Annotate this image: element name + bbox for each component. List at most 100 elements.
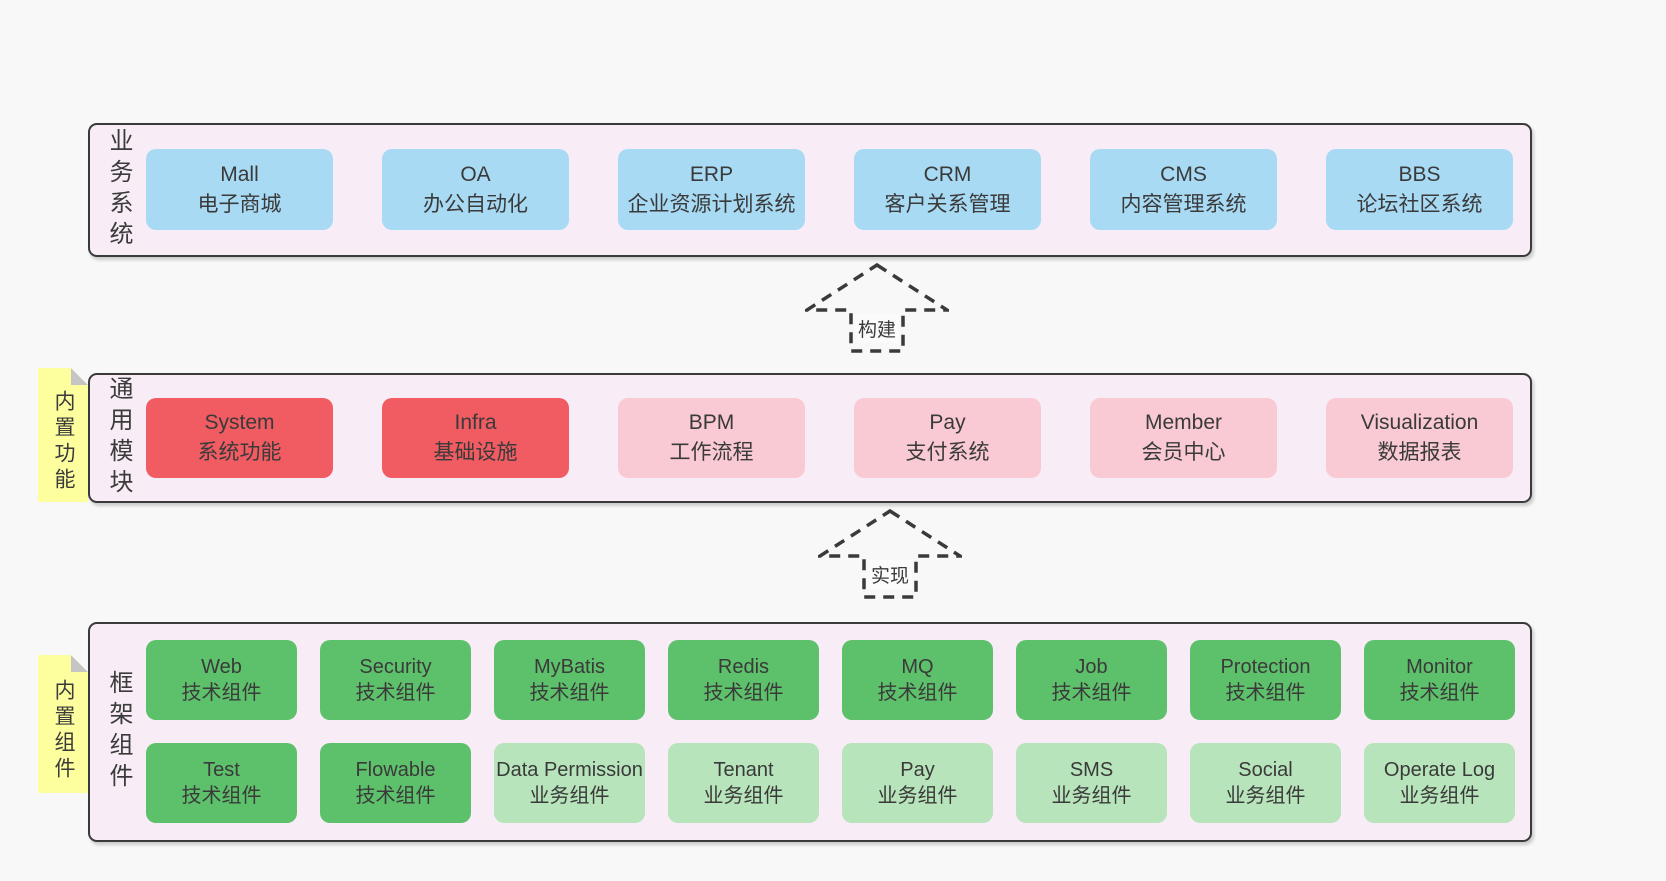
box-mall: Mall 电子商城	[146, 149, 333, 230]
box-subtitle: 技术组件	[1399, 682, 1480, 704]
box-infra: Infra 基础设施	[382, 398, 569, 478]
box-title: Pay	[900, 759, 935, 781]
box-subtitle: 技术组件	[355, 785, 436, 807]
box-subtitle: 数据报表	[1377, 441, 1462, 464]
box-oa: OA 办公自动化	[382, 149, 569, 230]
implement-arrow-label: 实现	[867, 560, 913, 589]
dashed-up-arrow-icon	[818, 508, 962, 599]
box-title: OA	[460, 162, 491, 186]
box-title: Pay	[929, 411, 966, 434]
box-subtitle: 技术组件	[355, 682, 436, 704]
box-sms: SMS 业务组件	[1016, 743, 1167, 823]
box-subtitle: 技术组件	[181, 682, 262, 704]
box-title: Social	[1238, 759, 1293, 781]
built-in-components-sticky: 内置组件	[38, 655, 88, 793]
box-subtitle: 业务组件	[1399, 785, 1480, 807]
box-subtitle: 业务组件	[1051, 785, 1132, 807]
common-modules-row: System 系统功能 Infra 基础设施 BPM 工作流程 Pay 支付系统…	[90, 375, 1530, 478]
box-subtitle: 技术组件	[703, 682, 784, 704]
business-systems-row: Mall 电子商城 OA 办公自动化 ERP 企业资源计划系统 CRM 客户关系…	[90, 125, 1530, 230]
box-social: Social 业务组件	[1190, 743, 1341, 823]
box-title: ERP	[689, 162, 734, 186]
box-title: CMS	[1160, 162, 1207, 186]
box-data-permission: Data Permission 业务组件	[494, 743, 645, 823]
box-member: Member 会员中心	[1090, 398, 1277, 478]
box-subtitle: 技术组件	[1051, 682, 1132, 704]
box-mybatis: MyBatis 技术组件	[494, 640, 645, 720]
framework-components-label: 框架组件	[105, 670, 132, 794]
box-subtitle: 内容管理系统	[1120, 192, 1247, 216]
box-title: Tenant	[713, 759, 774, 781]
built-in-features-sticky: 内置功能	[38, 368, 88, 502]
box-title: Job	[1075, 656, 1108, 678]
box-subtitle: 基础设施	[433, 441, 518, 464]
box-subtitle: 技术组件	[529, 682, 610, 704]
business-systems-label: 业务系统	[105, 128, 132, 252]
box-monitor: Monitor 技术组件	[1364, 640, 1515, 720]
box-security: Security 技术组件	[320, 640, 471, 720]
box-subtitle: 论坛社区系统	[1356, 192, 1483, 216]
box-title: Infra	[454, 411, 497, 434]
box-redis: Redis 技术组件	[668, 640, 819, 720]
folded-corner-icon	[71, 368, 88, 385]
box-subtitle: 技术组件	[1225, 682, 1306, 704]
box-subtitle: 技术组件	[877, 682, 958, 704]
box-title: MQ	[901, 656, 934, 678]
box-test: Test 技术组件	[146, 743, 297, 823]
box-subtitle: 技术组件	[181, 785, 262, 807]
box-subtitle: 会员中心	[1141, 441, 1226, 464]
box-pay-biz: Pay 业务组件	[842, 743, 993, 823]
box-operate-log: Operate Log 业务组件	[1364, 743, 1515, 823]
box-title: Flowable	[355, 759, 436, 781]
box-crm: CRM 客户关系管理	[854, 149, 1041, 230]
box-subtitle: 业务组件	[1225, 785, 1306, 807]
box-subtitle: 业务组件	[877, 785, 958, 807]
box-cms: CMS 内容管理系统	[1090, 149, 1277, 230]
box-system: System 系统功能	[146, 398, 333, 478]
box-job: Job 技术组件	[1016, 640, 1167, 720]
box-subtitle: 电子商城	[197, 192, 282, 216]
box-title: Member	[1144, 411, 1223, 434]
box-protection: Protection 技术组件	[1190, 640, 1341, 720]
box-mq: MQ 技术组件	[842, 640, 993, 720]
box-tenant: Tenant 业务组件	[668, 743, 819, 823]
box-flowable: Flowable 技术组件	[320, 743, 471, 823]
box-subtitle: 业务组件	[529, 785, 610, 807]
box-title: SMS	[1069, 759, 1114, 781]
box-subtitle: 客户关系管理	[884, 192, 1011, 216]
box-title: MyBatis	[533, 656, 606, 678]
build-arrow: 构建	[805, 262, 949, 354]
box-subtitle: 业务组件	[703, 785, 784, 807]
box-title: Protection	[1220, 656, 1311, 678]
framework-row-1: Web 技术组件 Security 技术组件 MyBatis 技术组件 Redi…	[90, 640, 1530, 720]
common-modules-panel: 通用模块 System 系统功能 Infra 基础设施 BPM 工作流程 Pay…	[88, 373, 1532, 503]
framework-components-panel: 框架组件 Web 技术组件 Security 技术组件 MyBatis 技术组件…	[88, 622, 1532, 842]
box-title: CRM	[923, 162, 972, 186]
folded-corner-icon	[71, 655, 88, 672]
box-subtitle: 系统功能	[197, 441, 282, 464]
box-title: System	[204, 411, 275, 434]
box-title: Operate Log	[1383, 759, 1496, 781]
box-bpm: BPM 工作流程	[618, 398, 805, 478]
box-title: Mall	[220, 162, 259, 186]
box-pay: Pay 支付系统	[854, 398, 1041, 478]
build-arrow-label: 构建	[854, 314, 900, 343]
box-subtitle: 企业资源计划系统	[627, 192, 796, 216]
box-title: Redis	[717, 656, 770, 678]
box-title: Visualization	[1360, 411, 1479, 434]
box-bbs: BBS 论坛社区系统	[1326, 149, 1513, 230]
box-erp: ERP 企业资源计划系统	[618, 149, 805, 230]
box-subtitle: 支付系统	[905, 441, 990, 464]
common-modules-label: 通用模块	[105, 376, 132, 500]
framework-components-rows: Web 技术组件 Security 技术组件 MyBatis 技术组件 Redi…	[90, 624, 1530, 823]
box-subtitle: 办公自动化	[423, 192, 528, 216]
box-title: Data Permission	[496, 759, 643, 781]
box-visualization: Visualization 数据报表	[1326, 398, 1513, 478]
built-in-features-label: 内置功能	[52, 390, 75, 494]
box-title: Test	[203, 759, 240, 781]
box-title: Monitor	[1406, 656, 1473, 678]
box-title: Web	[201, 656, 242, 678]
box-title: BBS	[1398, 162, 1441, 186]
dashed-up-arrow-icon	[805, 262, 949, 353]
